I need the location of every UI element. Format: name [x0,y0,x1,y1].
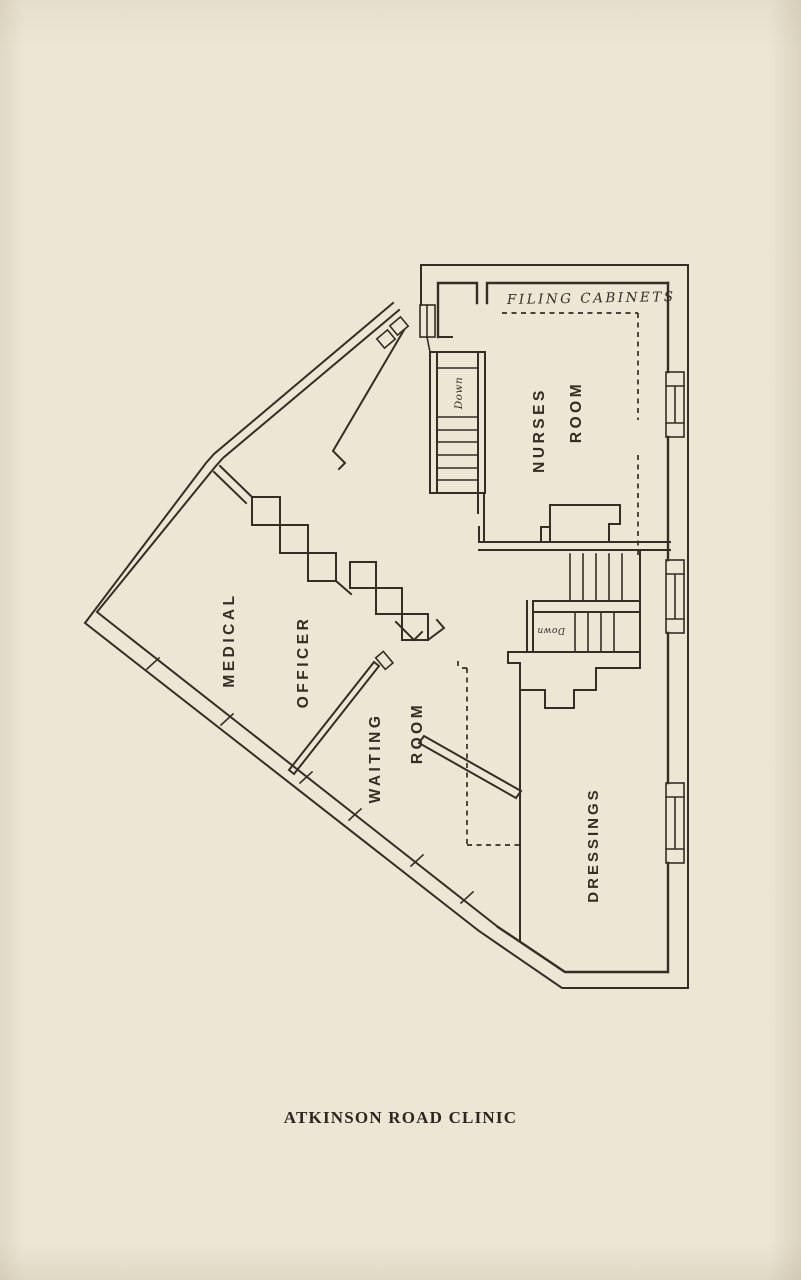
staircase-top: Down [429,351,486,514]
site-boundary [83,264,689,989]
waiting-room-label-line1: WAITING [367,713,384,804]
door-jamb-icon [374,650,395,671]
window-icon [665,371,685,438]
door-leaf-icon [375,328,397,350]
medical-officer-label-line1: MEDICAL [221,592,238,687]
entrance-vestibule [212,304,436,505]
nurses-room-label-line1: NURSES [531,387,548,473]
dressings-label: DRESSINGS [585,787,602,902]
filing-cabinets-label: FILING CABINETS [506,289,676,308]
staircase-middle: Down [507,551,641,653]
figure-caption: ATKINSON ROAD CLINIC [283,1108,518,1127]
east-windows [665,371,685,864]
medical-officer-label-line2: OFFICER [295,616,312,709]
filing-cabinets-dashed-line [502,312,639,555]
window-icon [665,559,685,634]
waiting-area-dashed-partition [457,661,520,846]
interior-partitions [251,496,523,800]
nurses-corridor-walls [478,492,671,551]
main-block-walls [436,281,670,974]
waiting-room-label-line2: ROOM [409,702,426,764]
dressings-walls [507,651,641,941]
window-icon [665,782,685,864]
stair-down-label: Down [453,377,465,411]
stair-down-label: Down [537,625,566,635]
nurses-room-label-line2: ROOM [568,381,585,443]
sw-wall-window-ticks [145,656,475,905]
door-leaf-icon [388,315,410,337]
room-labels: MEDICAL OFFICER WAITING ROOM NURSES ROOM… [221,289,676,903]
